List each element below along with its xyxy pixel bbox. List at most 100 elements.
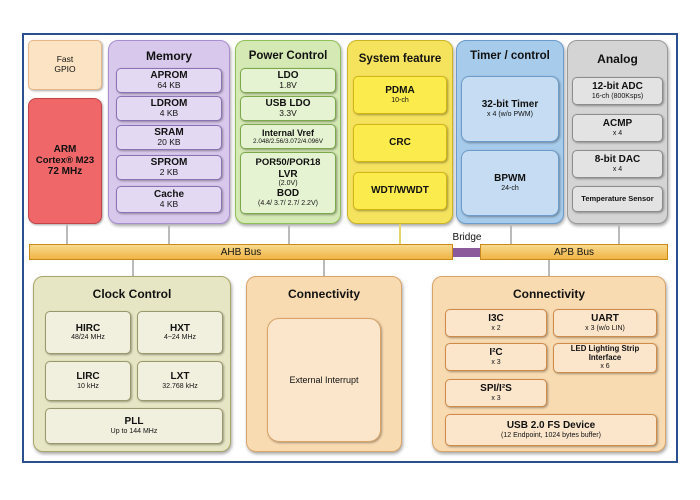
conn-uart-label: UART — [591, 313, 619, 325]
clock-pll: PLL Up to 144 MHz — [45, 408, 223, 444]
analog-dac-sub: x 4 — [612, 165, 623, 173]
analog-acmp-label: ACMP — [602, 118, 633, 130]
system-crc-label: CRC — [389, 137, 411, 149]
memory-item-name: SRAM — [154, 126, 184, 138]
system-wdt-label: WDT/WWDT — [371, 185, 429, 197]
analog-title: Analog — [597, 52, 638, 66]
memory-item-value: 64 KB — [157, 80, 181, 91]
memory-item-value: 4 KB — [159, 108, 179, 119]
memory-title: Memory — [145, 49, 192, 63]
memory-item-aprom: APROM 64 KB — [116, 68, 222, 93]
memory-item-name: Cache — [153, 188, 184, 200]
power-por-line2: LVR — [278, 168, 298, 180]
analog-acmp: ACMP x 4 — [572, 114, 663, 142]
timer-title: Timer / control — [470, 50, 550, 62]
analog-temp-sensor: Temperature Sensor — [572, 186, 663, 212]
power-title: Power Control — [248, 50, 328, 62]
power-por-bod: POR50/POR18 LVR (2.0V) BOD (4.4/ 3.7/ 2.… — [240, 152, 336, 214]
analog-adc: 12-bit ADC 16-ch (800Ksps) — [572, 77, 663, 105]
apb-bus-label: APB Bus — [553, 246, 595, 258]
analog-temp-label: Temperature Sensor — [581, 193, 654, 203]
clock-lxt-label: LXT — [170, 371, 190, 383]
clock-pll-sub: Up to 144 MHz — [110, 427, 158, 435]
memory-item-sprom: SPROM 2 KB — [116, 155, 222, 180]
memory-item-ldrom: LDROM 4 KB — [116, 96, 222, 121]
clock-hirc-label: HIRC — [75, 322, 101, 334]
analog-adc-sub: 16-ch (800Ksps) — [591, 92, 644, 100]
conn-uart: UART x 3 (w/o LIN) — [553, 309, 657, 337]
analog-acmp-sub: x 4 — [612, 129, 623, 137]
fast-gpio-line1: Fast — [56, 54, 74, 65]
conn-i3c-label: I3C — [488, 313, 504, 325]
memory-item-sram: SRAM 20 KB — [116, 125, 222, 150]
power-usb-ldo-name: USB LDO — [265, 97, 311, 109]
cpu-line1: ARM — [53, 144, 77, 156]
analog-adc-label: 12-bit ADC — [592, 81, 643, 93]
power-ldo-value: 1.8V — [279, 80, 297, 91]
clock-title: Clock Control — [92, 287, 172, 301]
clock-hirc-sub: 48/24 MHz — [71, 334, 105, 342]
ahb-bus-label: AHB Bus — [220, 246, 262, 258]
system-title: System feature — [358, 53, 442, 65]
connector — [618, 224, 620, 245]
system-crc: CRC — [353, 124, 447, 162]
clock-lirc: LIRC 10 kHz — [45, 361, 131, 401]
power-ldo: LDO 1.8V — [240, 68, 336, 93]
conn-spi-i2s: SPI/I²S x 3 — [445, 379, 547, 407]
memory-item-cache: Cache 4 KB — [116, 186, 222, 213]
power-usb-ldo: USB LDO 3.3V — [240, 96, 336, 121]
clock-hxt: HXT 4~24 MHz — [137, 311, 223, 354]
clock-lxt: LXT 32.768 kHz — [137, 361, 223, 401]
power-por-line4: BOD — [276, 188, 300, 200]
power-por-line1: POR50/POR18 — [255, 156, 321, 168]
connector — [510, 224, 512, 245]
power-por-line5: (4.4/ 3.7/ 2.7/ 2.2V) — [258, 199, 318, 207]
conn-spi-label: SPI/I²S — [480, 383, 512, 395]
conn-usb-device: USB 2.0 FS Device (12 Endpoint, 1024 byt… — [445, 414, 657, 446]
apb-bus: APB Bus — [480, 244, 668, 260]
clock-lxt-sub: 32.768 kHz — [162, 382, 198, 390]
memory-item-name: LDROM — [150, 97, 188, 109]
external-interrupt-block: External Interrupt — [267, 318, 381, 442]
timer-32bit-label: 32-bit Timer — [481, 99, 539, 111]
fast-gpio-line2: GPIO — [54, 64, 76, 74]
connector — [399, 224, 401, 245]
clock-hxt-sub: 4~24 MHz — [163, 334, 197, 342]
memory-item-value: 20 KB — [157, 137, 181, 148]
system-wdt: WDT/WWDT — [353, 172, 447, 210]
analog-dac: 8-bit DAC x 4 — [572, 150, 663, 178]
connectivity-apb-title: Connectivity — [512, 287, 585, 301]
power-usb-ldo-value: 3.3V — [279, 108, 297, 119]
analog-dac-label: 8-bit DAC — [594, 154, 641, 166]
memory-item-name: APROM — [150, 69, 188, 81]
connector — [168, 224, 170, 245]
connectivity-ahb-title: Connectivity — [287, 287, 360, 301]
cpu-line3: 72 MHz — [47, 166, 83, 178]
conn-i2c: I²C x 3 — [445, 343, 547, 371]
conn-led-label: LED Lighting Strip Interface — [570, 344, 640, 362]
ahb-bus: AHB Bus — [29, 244, 453, 260]
conn-spi-sub: x 3 — [491, 394, 501, 402]
clock-lirc-label: LIRC — [76, 371, 100, 383]
cpu-line2: Cortex® M23 — [35, 154, 95, 166]
external-interrupt-label: External Interrupt — [289, 374, 359, 385]
timer-32bit-sub: x 4 (w/o PWM) — [487, 110, 533, 118]
memory-item-name: SPROM — [150, 156, 188, 168]
fast-gpio-block: Fast GPIO — [28, 40, 102, 90]
clock-hirc: HIRC 48/24 MHz — [45, 311, 131, 354]
power-ldo-name: LDO — [277, 69, 299, 81]
conn-usb-sub: (12 Endpoint, 1024 bytes buffer) — [501, 431, 601, 439]
connector — [323, 260, 325, 276]
conn-uart-sub: x 3 (w/o LIN) — [585, 324, 625, 332]
conn-i3c: I3C x 2 — [445, 309, 547, 337]
bridge-label: Bridge — [452, 232, 482, 243]
system-pdma-label: PDMA — [385, 85, 415, 97]
connector — [132, 260, 134, 276]
conn-led-strip: LED Lighting Strip Interface x 6 — [553, 343, 657, 373]
conn-i3c-sub: x 2 — [491, 324, 501, 332]
clock-hxt-label: HXT — [170, 322, 190, 334]
conn-led-sub: x 6 — [600, 362, 610, 370]
conn-usb-label: USB 2.0 FS Device — [506, 420, 596, 432]
power-vref-name: Internal Vref — [261, 127, 315, 138]
system-pdma: PDMA 10-ch — [353, 76, 447, 114]
